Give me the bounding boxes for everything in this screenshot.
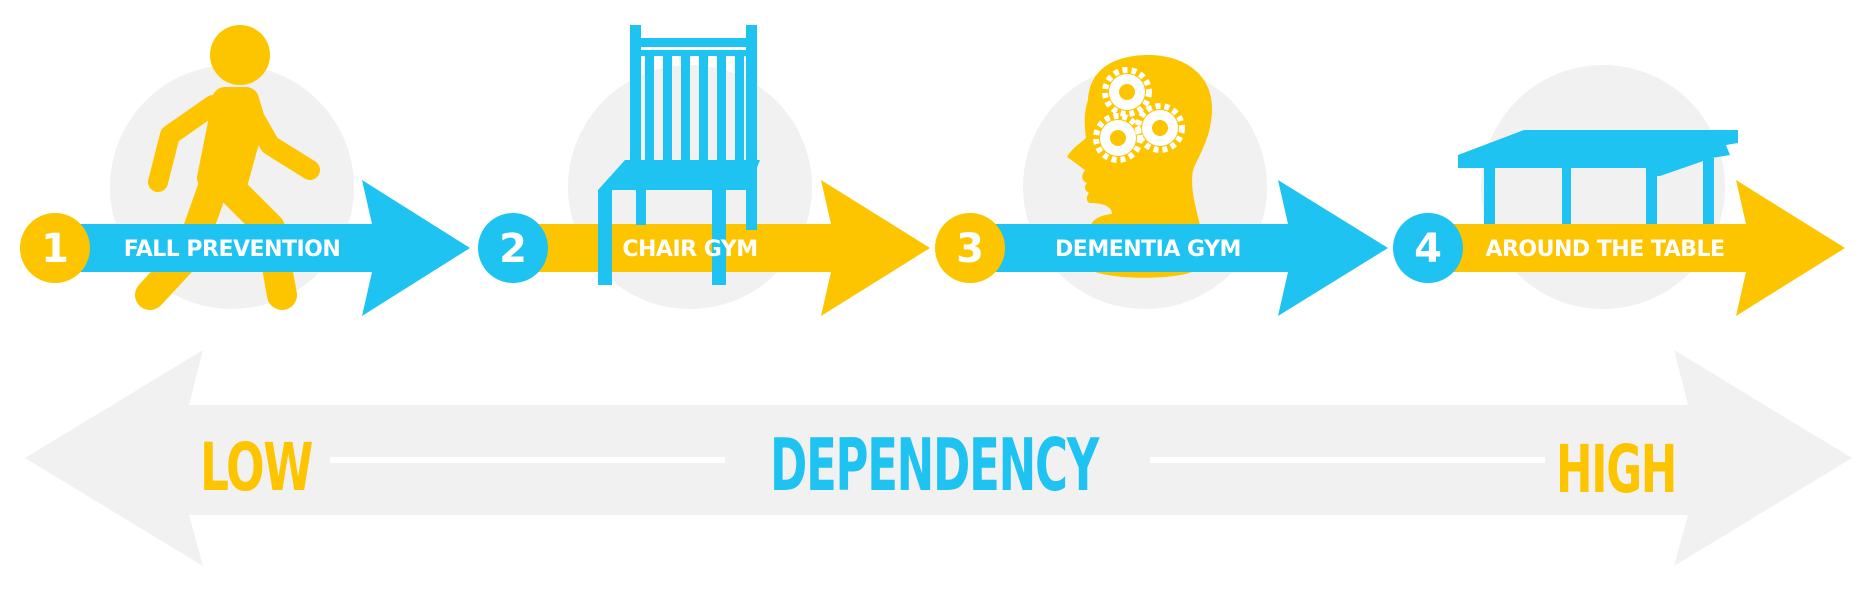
step-1-badge — [20, 213, 90, 283]
step-1: 1 FALL PREVENTION — [20, 25, 470, 316]
step-1-arrow — [55, 180, 470, 316]
step-4-icon-circle — [1481, 65, 1725, 309]
dependency-scale: LOW DEPENDENCY HIGH — [25, 350, 1852, 566]
step-2-label: CHAIR GYM — [622, 237, 757, 262]
table-icon — [1458, 130, 1738, 226]
step-4-arrow — [1428, 180, 1845, 316]
scale-line-left — [330, 457, 725, 463]
step-2: 2 CHAIR GYM — [478, 25, 930, 316]
double-arrow-background — [25, 350, 1852, 566]
step-3: 3 DEMENTIA GYM — [935, 55, 1388, 316]
step-3-arrow — [970, 180, 1388, 316]
step-1-number: 1 — [41, 226, 69, 272]
scale-high-label: HIGH — [1556, 431, 1676, 508]
head-gears-icon — [1067, 55, 1212, 278]
step-4-label: AROUND THE TABLE — [1485, 237, 1724, 262]
step-1-label: FALL PREVENTION — [124, 237, 341, 262]
step-3-label: DEMENTIA GYM — [1055, 237, 1241, 262]
step-4-badge — [1393, 213, 1463, 283]
scale-line-right — [1150, 457, 1545, 463]
scale-title: DEPENDENCY — [770, 423, 1100, 507]
step-4-number: 4 — [1414, 226, 1442, 272]
step-3-badge — [935, 213, 1005, 283]
scale-low-label: LOW — [200, 429, 312, 506]
step-2-number: 2 — [499, 226, 527, 272]
step-4: 4 AROUND THE TABLE — [1393, 65, 1845, 316]
step-3-number: 3 — [956, 226, 984, 272]
step-2-badge — [478, 213, 548, 283]
chair-icon — [598, 25, 760, 285]
